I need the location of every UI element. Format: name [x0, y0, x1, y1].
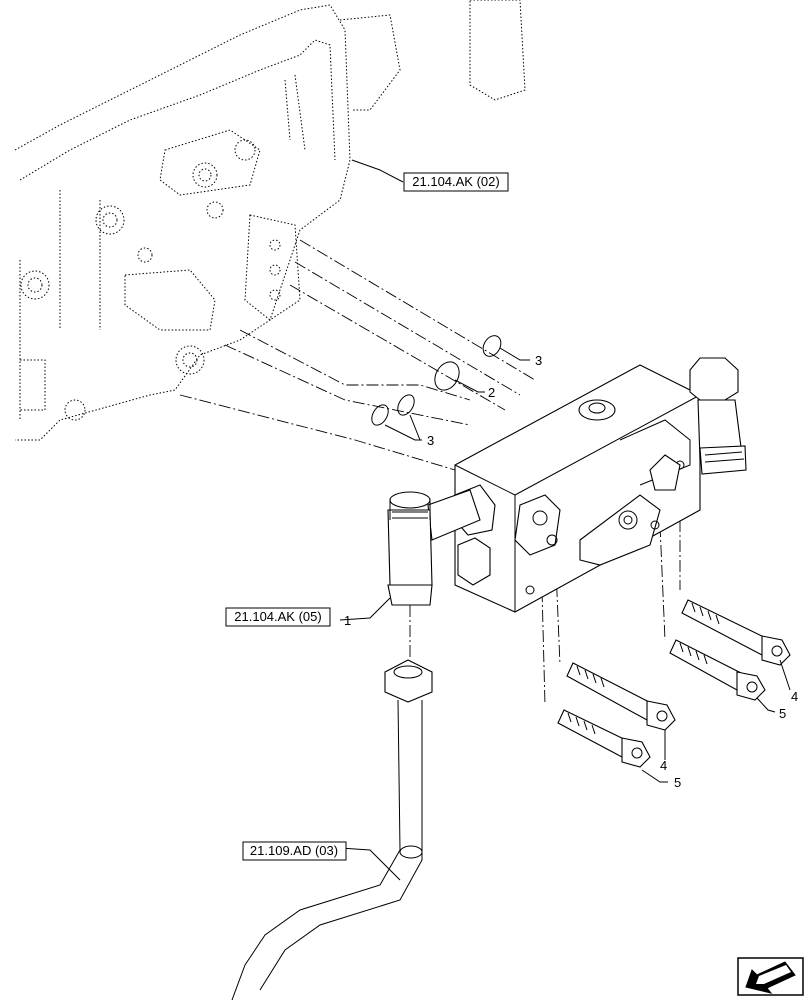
callout-2: 2 [488, 385, 495, 400]
callout-5-lower: 5 [674, 775, 681, 790]
o-ring-small-right [397, 394, 415, 416]
callout-3-top: 3 [535, 353, 542, 368]
bolts [557, 599, 791, 768]
bolt-lower-long [566, 662, 676, 731]
o-rings [371, 335, 502, 426]
reference-box-21-109-ad-03[interactable]: 21.109.AD (03) [242, 841, 347, 861]
tube [231, 659, 433, 1000]
bolt-upper-right-short [669, 639, 766, 701]
transmission-housing [14, 0, 526, 441]
reference-label: 21.109.AD (03) [250, 843, 338, 858]
alignment-lines [179, 239, 681, 706]
next-page-arrow-icon[interactable] [737, 957, 804, 996]
callout-1: 1 [344, 613, 351, 628]
callout-3-left: 3 [427, 433, 434, 448]
reference-box-21-104-ak-05[interactable]: 21.104.AK (05) [225, 607, 331, 627]
callout-4-lower: 4 [660, 758, 667, 773]
elbow-fitting [387, 489, 481, 606]
bolt-lower-short [557, 709, 651, 768]
o-ring-small-top [482, 335, 502, 357]
o-ring-large [434, 361, 460, 391]
right-fitting [689, 357, 747, 475]
valve-body [454, 364, 701, 613]
o-ring-small-left [371, 404, 389, 426]
callout-5-right: 5 [779, 706, 786, 721]
bolt-upper-right-long [681, 599, 791, 666]
callout-4-right: 4 [791, 689, 798, 704]
reference-label: 21.104.AK (05) [234, 609, 321, 624]
reference-label: 21.104.AK (02) [412, 174, 499, 189]
leader-lines [339, 159, 791, 881]
reference-box-21-104-ak-02[interactable]: 21.104.AK (02) [403, 172, 509, 192]
